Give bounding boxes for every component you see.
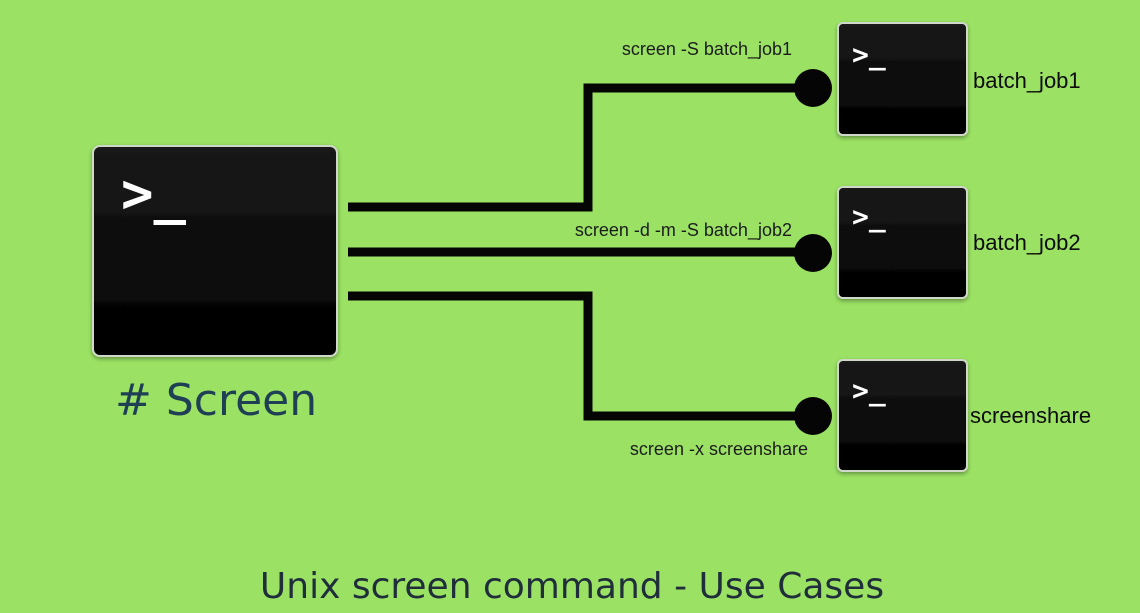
terminal-prompt-icon: >_ — [852, 200, 886, 233]
main-terminal-window — [92, 145, 338, 357]
session-label-3: screenshare — [970, 403, 1091, 428]
session-terminal-window-2 — [837, 186, 968, 299]
terminal-prompt-icon: >_ — [852, 374, 886, 407]
session-terminal-3: >_ — [837, 359, 968, 472]
session-label-1: batch_job1 — [973, 68, 1081, 93]
session-terminal-window-3 — [837, 359, 968, 472]
command-label-2: screen -d -m -S batch_job2 — [575, 220, 792, 241]
connector-dot-3 — [794, 397, 832, 435]
session-terminal-2: >_ — [837, 186, 968, 299]
connector-line-3 — [348, 291, 812, 421]
connector-endpoints — [794, 69, 832, 435]
terminal-prompt-icon: >_ — [852, 38, 886, 71]
connector-dot-2 — [794, 234, 832, 272]
command-label-3: screen -x screenshare — [630, 439, 808, 459]
footer-title: Unix screen command - Use Cases — [260, 566, 884, 607]
main-terminal-label: # Screen — [115, 375, 317, 426]
connector-lines — [348, 83, 812, 421]
session-label-2: batch_job2 — [973, 230, 1081, 255]
connector-line-1 — [348, 83, 812, 212]
command-label-1: screen -S batch_job1 — [622, 39, 792, 60]
session-terminal-1: >_ — [837, 22, 968, 136]
session-terminal-window-1 — [837, 22, 968, 136]
terminal-prompt-icon: >_ — [121, 162, 187, 225]
main-terminal: >_ — [92, 145, 338, 357]
connector-dot-1 — [794, 69, 832, 107]
